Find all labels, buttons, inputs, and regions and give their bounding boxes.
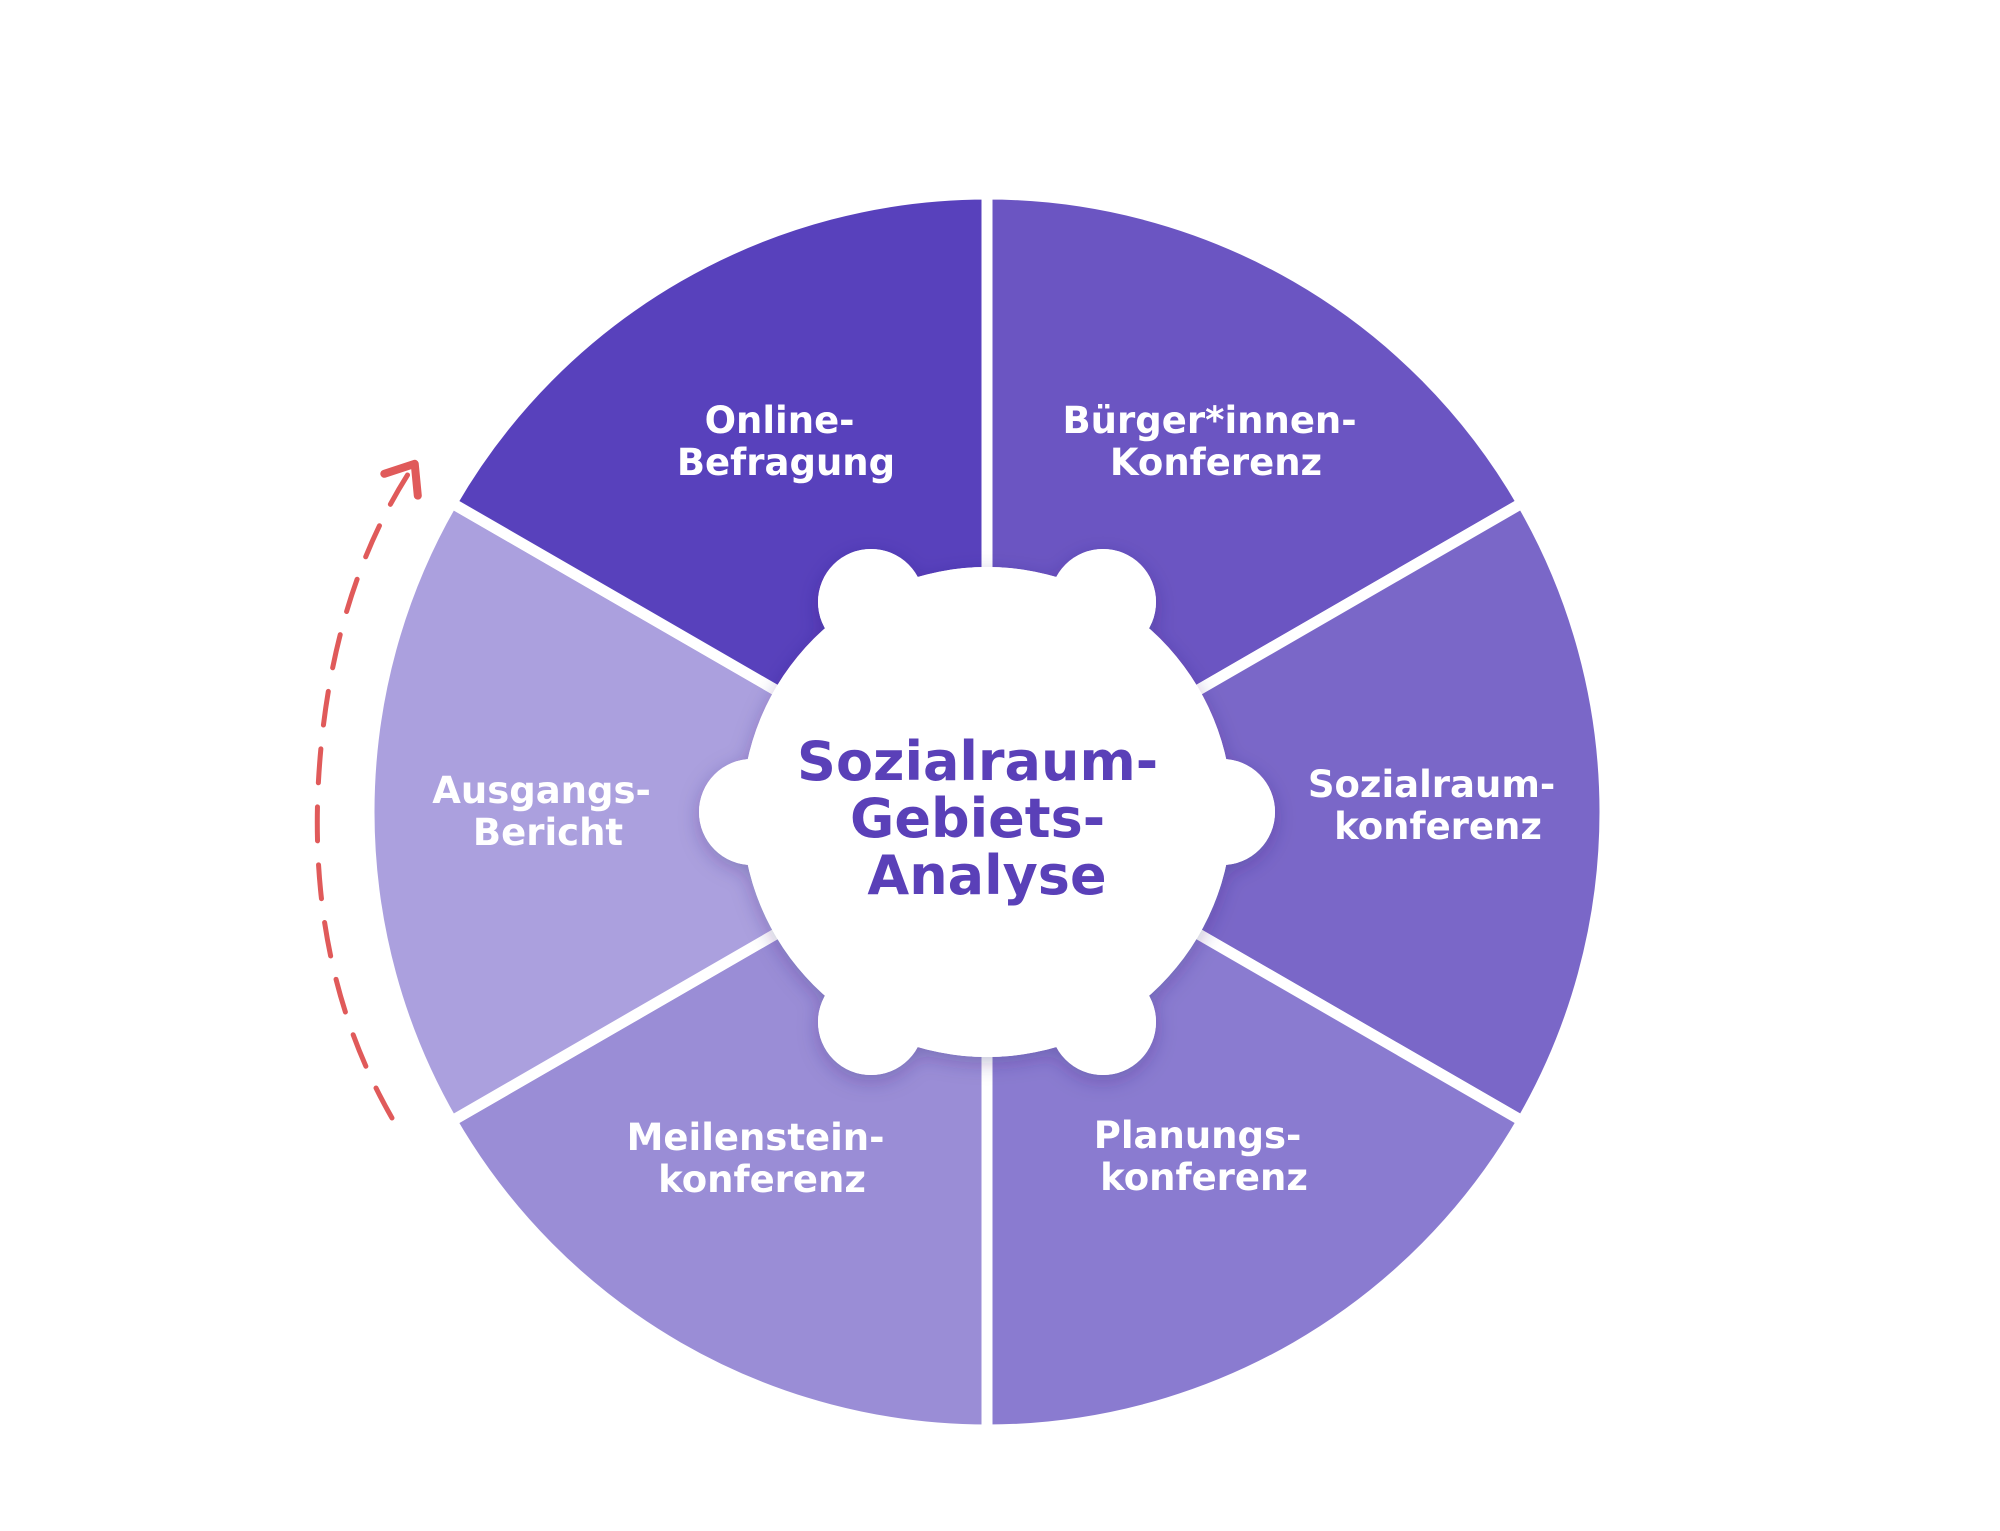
segment-label-ausgangsbericht: Ausgangs- Bericht <box>432 769 664 854</box>
center-hub-fill <box>699 549 1275 1075</box>
segment-label-online-befragung: Online- Befragung <box>677 399 895 484</box>
segment-label-sozialraumkonferenz: Sozialraum- konferenz <box>1308 763 1568 848</box>
center-title: Sozialraum- Gebiets- Analyse <box>797 730 1177 907</box>
segment-label-meilensteinkonferenz: Meilenstein- konferenz <box>627 1116 898 1201</box>
cycle-arrow-icon <box>314 459 422 1121</box>
segment-label-buergerinnen-konferenz: Bürger*innen- Konferenz <box>1062 399 1369 484</box>
center-title-line-2: Gebiets- <box>850 787 1105 850</box>
segment-label-planungskonferenz: Planungs- konferenz <box>1094 1114 1315 1199</box>
center-title-line-3: Analyse <box>867 844 1106 907</box>
segment-meilensteinkonferenz <box>363 497 993 1127</box>
center-title-line-1: Sozialraum- <box>797 730 1158 793</box>
segment-buergerinnen-konferenz <box>981 497 1611 1127</box>
